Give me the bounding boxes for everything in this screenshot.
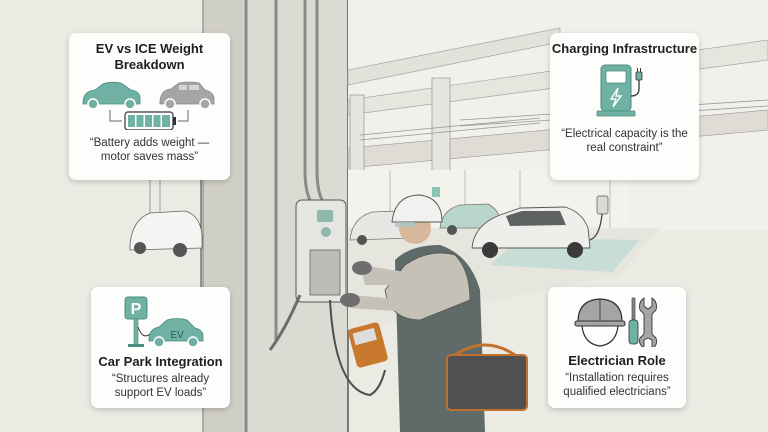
card-title: Car Park Integration [98,354,223,369]
hardhat-tools-icon [574,297,657,347]
card-quote: “Electrical capacity is the real constra… [561,128,688,154]
parked-suv-right [471,206,591,258]
card-ev-vs-ice-weight: EV vs ICE Weight Breakdown [69,33,230,180]
card-title: EV vs ICE Weight Breakdown [95,41,204,72]
card-electrician-role: Electrician Role “Installation requires … [548,287,686,408]
card-title: Electrician Role [568,353,666,368]
charging-station-icon [596,64,642,117]
card-car-park-integration: P EV Car Park Integration “Structures al… [91,287,230,408]
card-quote: “Structures already support EV loads” [111,373,210,399]
card-charging-infrastructure: Charging Infrastructure “Electrical capa… [550,33,699,180]
ev-label: EV [170,330,184,341]
card-title: Charging Infrastructure [551,41,698,56]
electrician-figure [340,194,528,432]
parked-car-left [129,210,203,257]
card-quote: “Battery adds weight — motor saves mass” [89,137,210,163]
parking-p-label: P [130,301,141,318]
parking-ev-icon: P EV [124,296,203,348]
multimeter [348,322,388,368]
wall-charger-unit [295,199,347,303]
cars-battery-icon [82,81,214,130]
card-quote: “Installation requires qualified electri… [563,372,671,398]
